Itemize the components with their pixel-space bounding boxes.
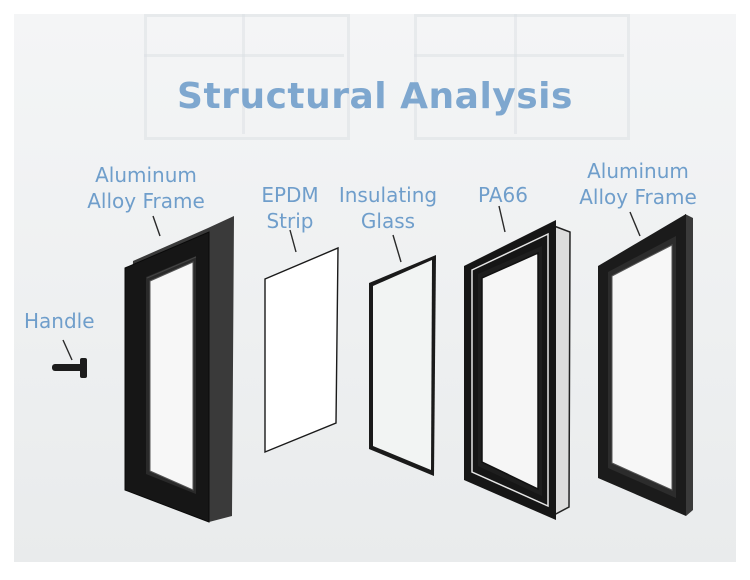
epdm-outline — [264, 246, 339, 454]
glass-leader — [392, 234, 402, 263]
label-line: Aluminum — [587, 159, 689, 183]
pa66-leader — [498, 205, 506, 233]
label-insulating-glass: Insulating Glass — [332, 182, 444, 234]
label-pa66: PA66 — [466, 182, 540, 208]
right-frame-leader — [629, 211, 641, 237]
epdm-leader — [289, 229, 297, 253]
right-frame-opening — [611, 244, 673, 491]
glass-pane — [373, 260, 432, 470]
handle-lever — [52, 364, 84, 371]
page-title: Structural Analysis — [177, 76, 573, 117]
label-line: Alloy Frame — [579, 185, 697, 209]
epdm-strip — [264, 246, 339, 454]
leader-lines — [62, 205, 641, 361]
ghost-bar — [414, 54, 624, 57]
right-frame-side — [685, 214, 693, 516]
label-line: Alloy Frame — [87, 189, 205, 213]
label-right-aluminum-frame: Aluminum Alloy Frame — [572, 158, 704, 210]
ghost-window-right — [414, 14, 630, 140]
label-line: PA66 — [478, 183, 528, 207]
label-handle: Handle — [24, 308, 95, 334]
label-line: Aluminum — [95, 163, 197, 187]
ghost-bar — [242, 14, 245, 134]
label-line: Strip — [266, 209, 314, 233]
label-line: Glass — [360, 209, 416, 233]
handle-part — [52, 358, 87, 378]
ghost-bar — [514, 14, 517, 134]
left-frame-opening — [149, 261, 194, 491]
ghost-window-left — [144, 14, 350, 140]
frame-highlight — [146, 256, 197, 279]
label-line: EPDM — [261, 183, 319, 207]
pa66-frame — [464, 220, 571, 520]
label-left-aluminum-frame: Aluminum Alloy Frame — [80, 162, 212, 214]
label-handle-text: Handle — [24, 309, 95, 333]
right-aluminum-frame — [598, 214, 693, 516]
label-line: Insulating — [338, 183, 438, 207]
left-aluminum-frame — [124, 216, 234, 523]
insulating-glass — [369, 255, 436, 476]
pa66-opening — [481, 251, 539, 491]
label-epdm-strip: EPDM Strip — [252, 182, 328, 234]
pa66-groove-outer — [471, 232, 549, 508]
left-frame-leader — [152, 215, 161, 237]
handle-leader — [62, 339, 73, 361]
